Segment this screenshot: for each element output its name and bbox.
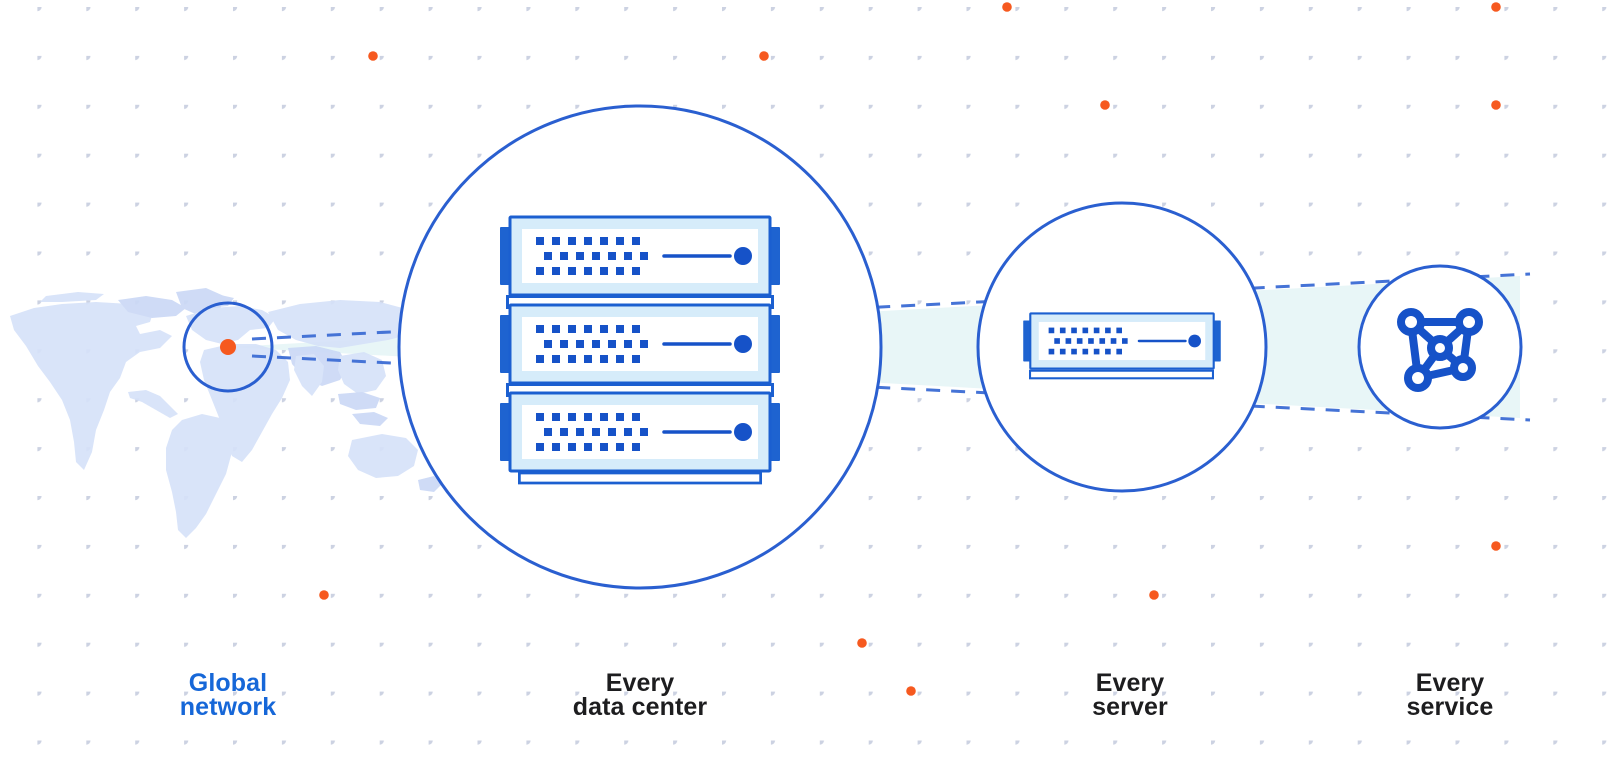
network-node-top-right — [1455, 308, 1483, 336]
accent-dot — [1002, 2, 1012, 12]
label-server-line1: Every — [1096, 669, 1165, 697]
label-global-network-line2: network — [180, 693, 277, 721]
server-unit-base — [1029, 369, 1214, 380]
server-unit-2 — [498, 303, 782, 385]
network-nodes-icon — [1397, 308, 1483, 392]
label-service-line2: service — [1407, 693, 1494, 721]
accent-dot — [1100, 100, 1110, 110]
stage-labels: Global network Every data center Every s… — [180, 669, 1494, 721]
label-data-center-line1: Every — [606, 669, 675, 697]
server-unit-1 — [498, 215, 782, 297]
accent-dots — [318, 1, 1502, 697]
global-network-marker-dot — [220, 339, 236, 355]
accent-dot — [1149, 590, 1159, 600]
label-global-network-line1: Global — [189, 669, 267, 697]
network-node-bottom-left — [1404, 364, 1432, 392]
global-network-focus-circle[interactable] — [182, 301, 274, 393]
world-map-icon — [10, 288, 442, 538]
server-rack-icon — [498, 215, 782, 485]
server-unit-single — [1021, 312, 1223, 370]
accent-dot — [759, 51, 769, 61]
label-data-center-line2: data center — [573, 693, 708, 721]
label-server-line2: server — [1092, 693, 1168, 721]
network-node-top-left — [1397, 308, 1425, 336]
server-rack-base — [518, 471, 762, 485]
accent-dot — [1491, 2, 1501, 12]
accent-dot — [319, 590, 329, 600]
network-node-bottom-right — [1450, 355, 1476, 381]
network-node-center — [1427, 335, 1453, 361]
server-unit-3 — [498, 391, 782, 473]
accent-dot — [857, 638, 867, 648]
server-unit-icon — [1021, 312, 1223, 380]
accent-dot — [1491, 100, 1501, 110]
accent-dot — [1491, 541, 1501, 551]
accent-dot — [368, 51, 378, 61]
label-service-line1: Every — [1416, 669, 1485, 697]
accent-dot — [906, 686, 916, 696]
